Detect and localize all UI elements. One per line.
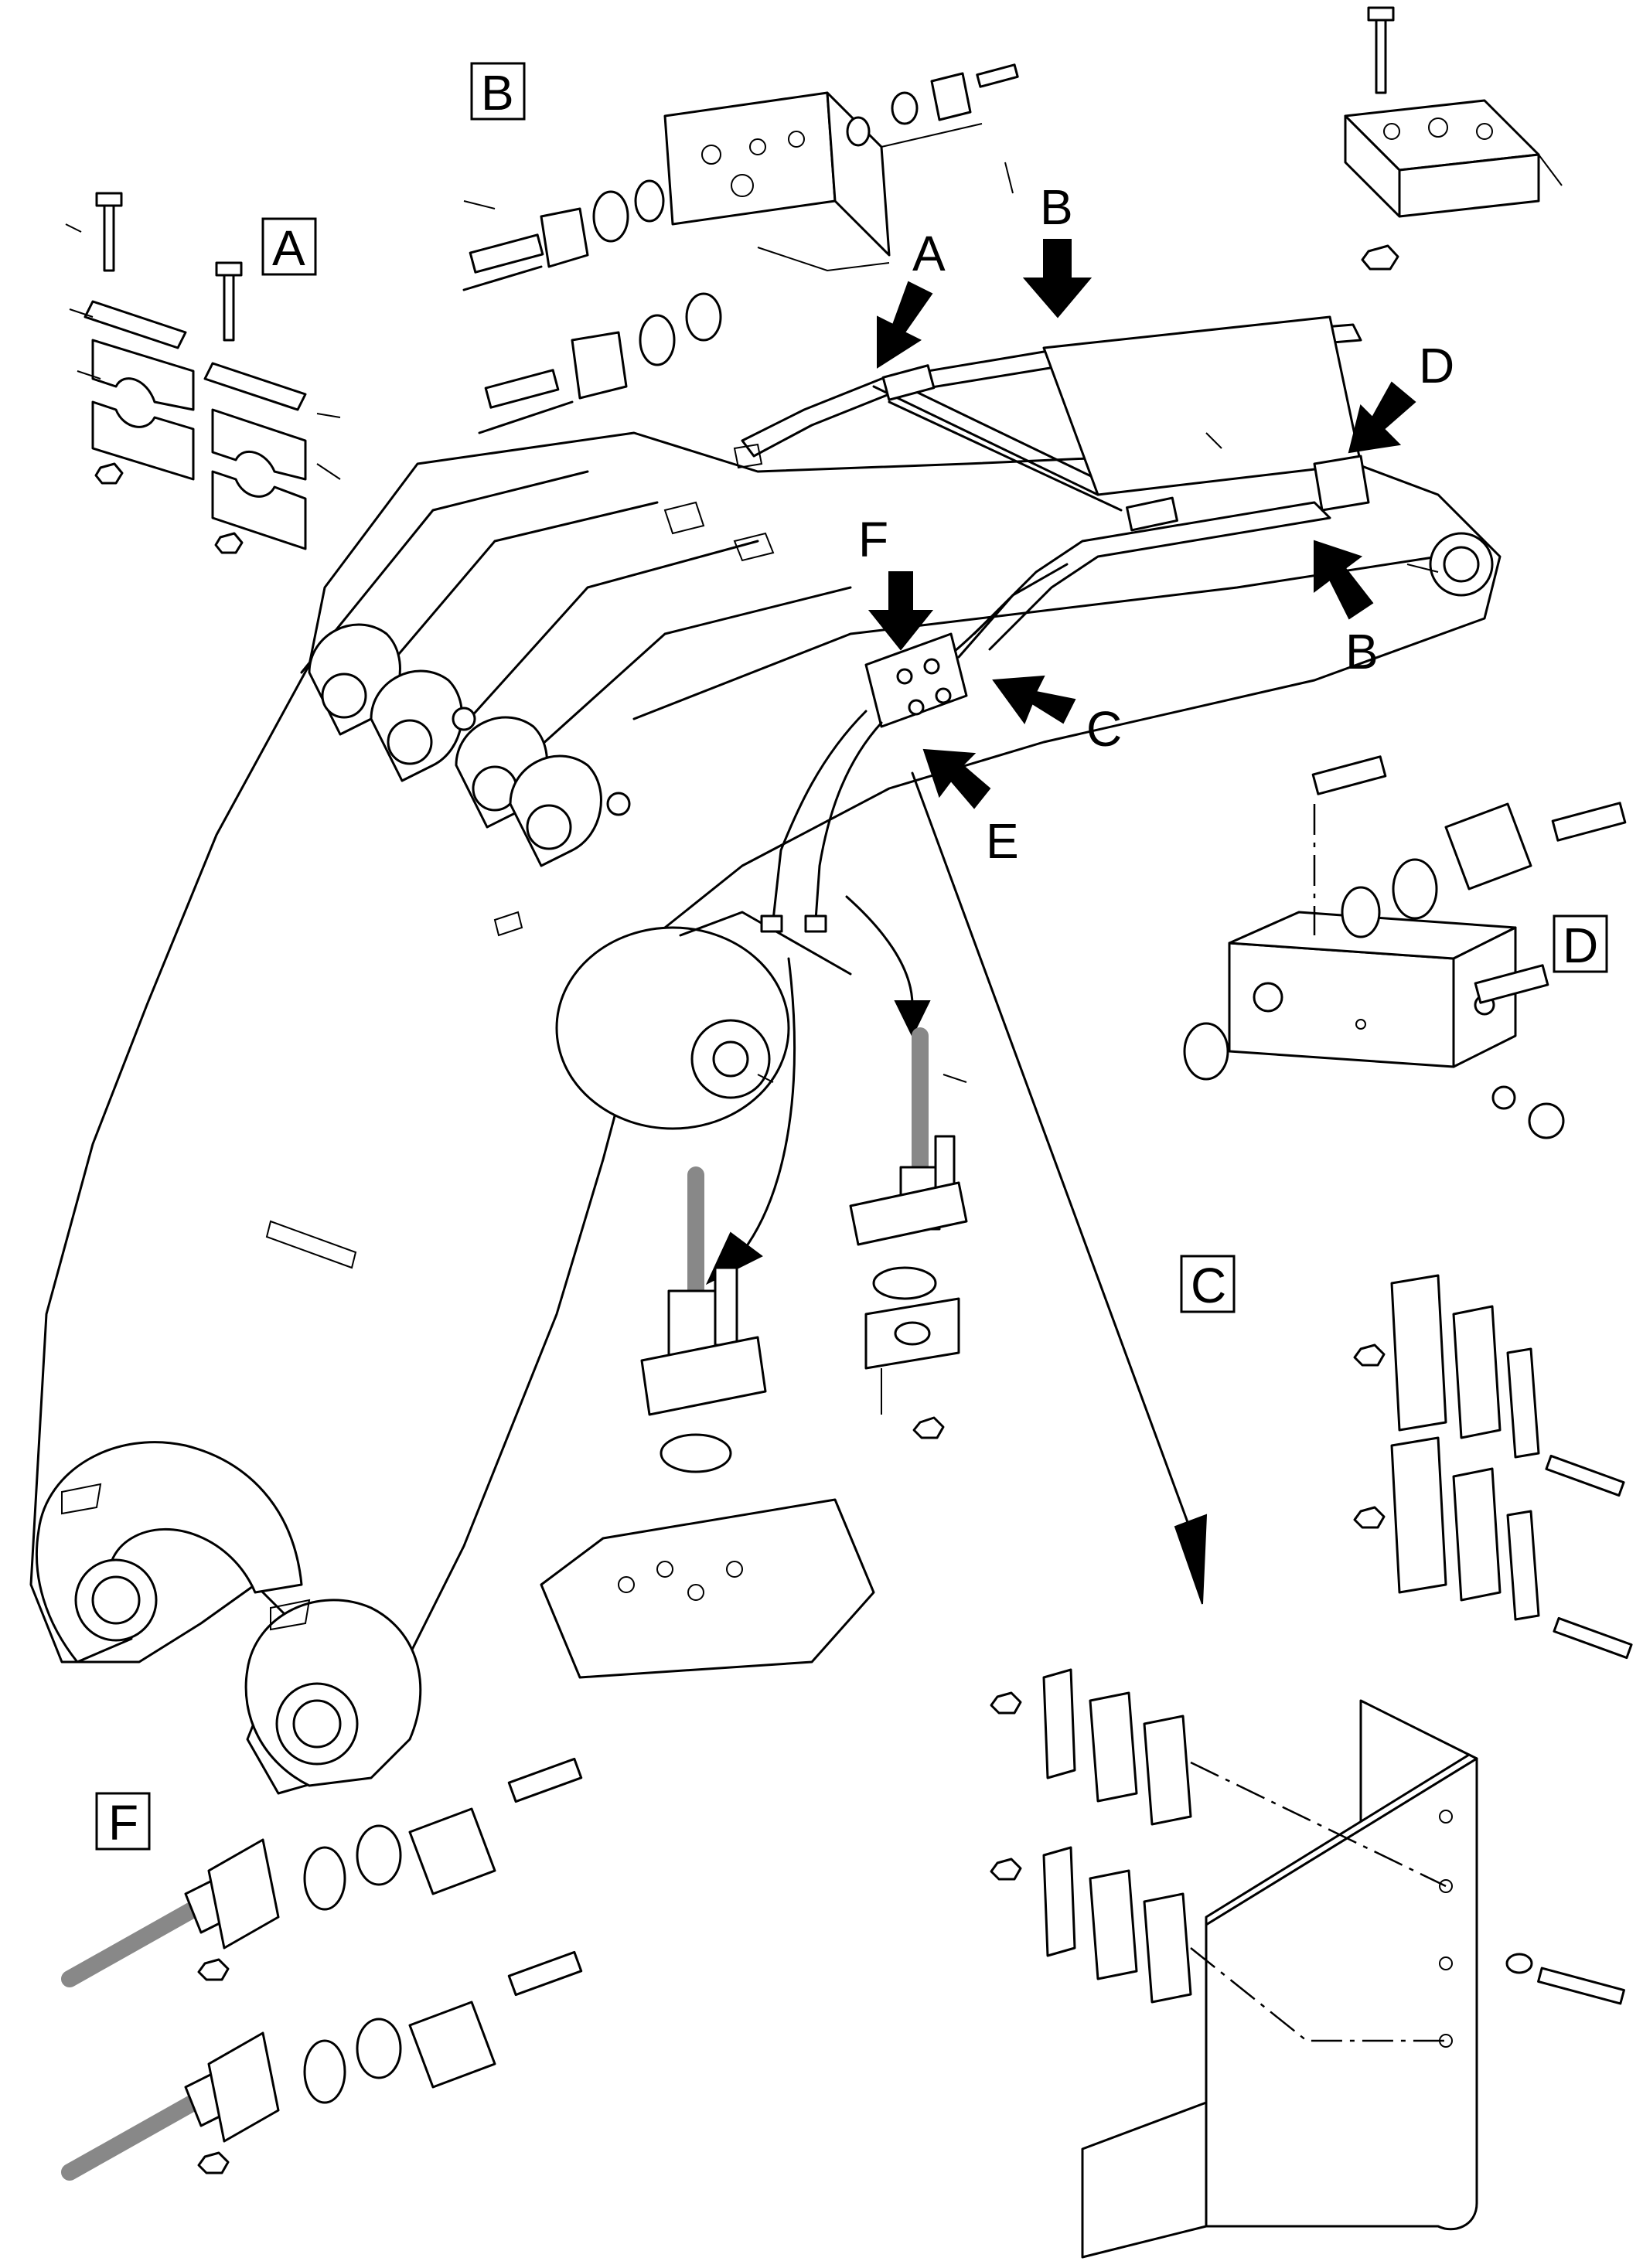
detail-F-label: F	[108, 1795, 138, 1851]
main-label-B-top: B	[1040, 179, 1073, 235]
boom-pivot-drum	[555, 911, 852, 1130]
cylinder-port-connections	[540, 1027, 968, 1679]
detail-A: A	[84, 192, 317, 554]
main-label-F: F	[858, 512, 888, 567]
arrow-B-top	[1022, 239, 1092, 318]
leader-lines	[65, 162, 1439, 1083]
arrow-C	[992, 675, 1076, 725]
detail-D: D	[1183, 755, 1627, 1139]
main-label-C: C	[1086, 701, 1122, 757]
boom-front-fork	[36, 1441, 422, 1787]
main-label-B-right: B	[1345, 624, 1379, 679]
bracket-assembly	[990, 1668, 1625, 2259]
main-label-A: A	[912, 226, 946, 281]
tube-routing	[741, 315, 1370, 933]
arrow-D	[1348, 381, 1416, 454]
detail-B: B	[462, 62, 1019, 434]
main-label-E: E	[986, 813, 1019, 869]
detail-D-label: D	[1563, 918, 1598, 973]
detail-B-label: B	[481, 65, 514, 121]
detail-A-label: A	[272, 220, 305, 276]
arrow-E	[922, 748, 991, 809]
detail-C-label: C	[1191, 1258, 1226, 1313]
boom-assembly	[29, 431, 1502, 1795]
arrow-A	[877, 281, 933, 369]
arrow-B-right	[1314, 540, 1374, 620]
boom-wedge-clips	[265, 443, 775, 1269]
rear-valve-block	[1042, 315, 1362, 496]
main-label-D: D	[1419, 338, 1454, 393]
detail-top-right-block	[1344, 6, 1563, 271]
arrow-F	[868, 571, 934, 651]
detail-C: C	[1180, 1255, 1633, 1660]
boom-lugs	[308, 623, 631, 867]
detail-F: F	[61, 1757, 583, 2181]
